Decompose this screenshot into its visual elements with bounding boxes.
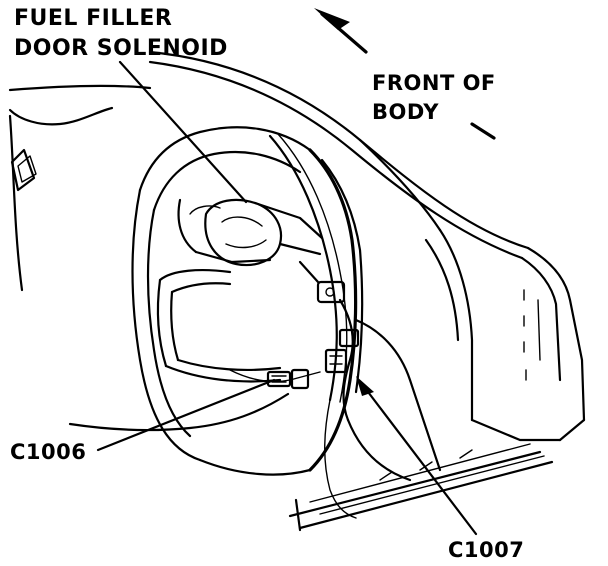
front-direction-arrow xyxy=(314,8,496,140)
front-of-body-label-line1: FRONT OF xyxy=(372,71,496,95)
c1007-label: C1007 xyxy=(448,538,525,562)
rocker-panel xyxy=(288,443,554,532)
c1007-connector xyxy=(324,328,360,374)
rear-body-panel xyxy=(358,138,586,442)
front-of-body-label-line2: BODY xyxy=(372,100,439,124)
c1006-label: C1006 xyxy=(10,440,87,464)
solenoid-assembly xyxy=(204,198,346,304)
wheel-well xyxy=(131,126,364,476)
leader-lines xyxy=(96,60,478,536)
c1007-arrowhead xyxy=(356,376,374,396)
wiring-harness xyxy=(68,133,442,519)
c1007-leader xyxy=(360,382,478,536)
solenoid-leader xyxy=(118,60,248,204)
fuel-filler-door-solenoid-label-line1: FUEL FILLER xyxy=(14,6,173,31)
fuel-filler-door-solenoid-label-line2: DOOR SOLENOID xyxy=(14,36,228,61)
inner-tub xyxy=(156,198,282,383)
c1006-connector xyxy=(266,368,310,390)
c1006-leader xyxy=(96,378,276,452)
